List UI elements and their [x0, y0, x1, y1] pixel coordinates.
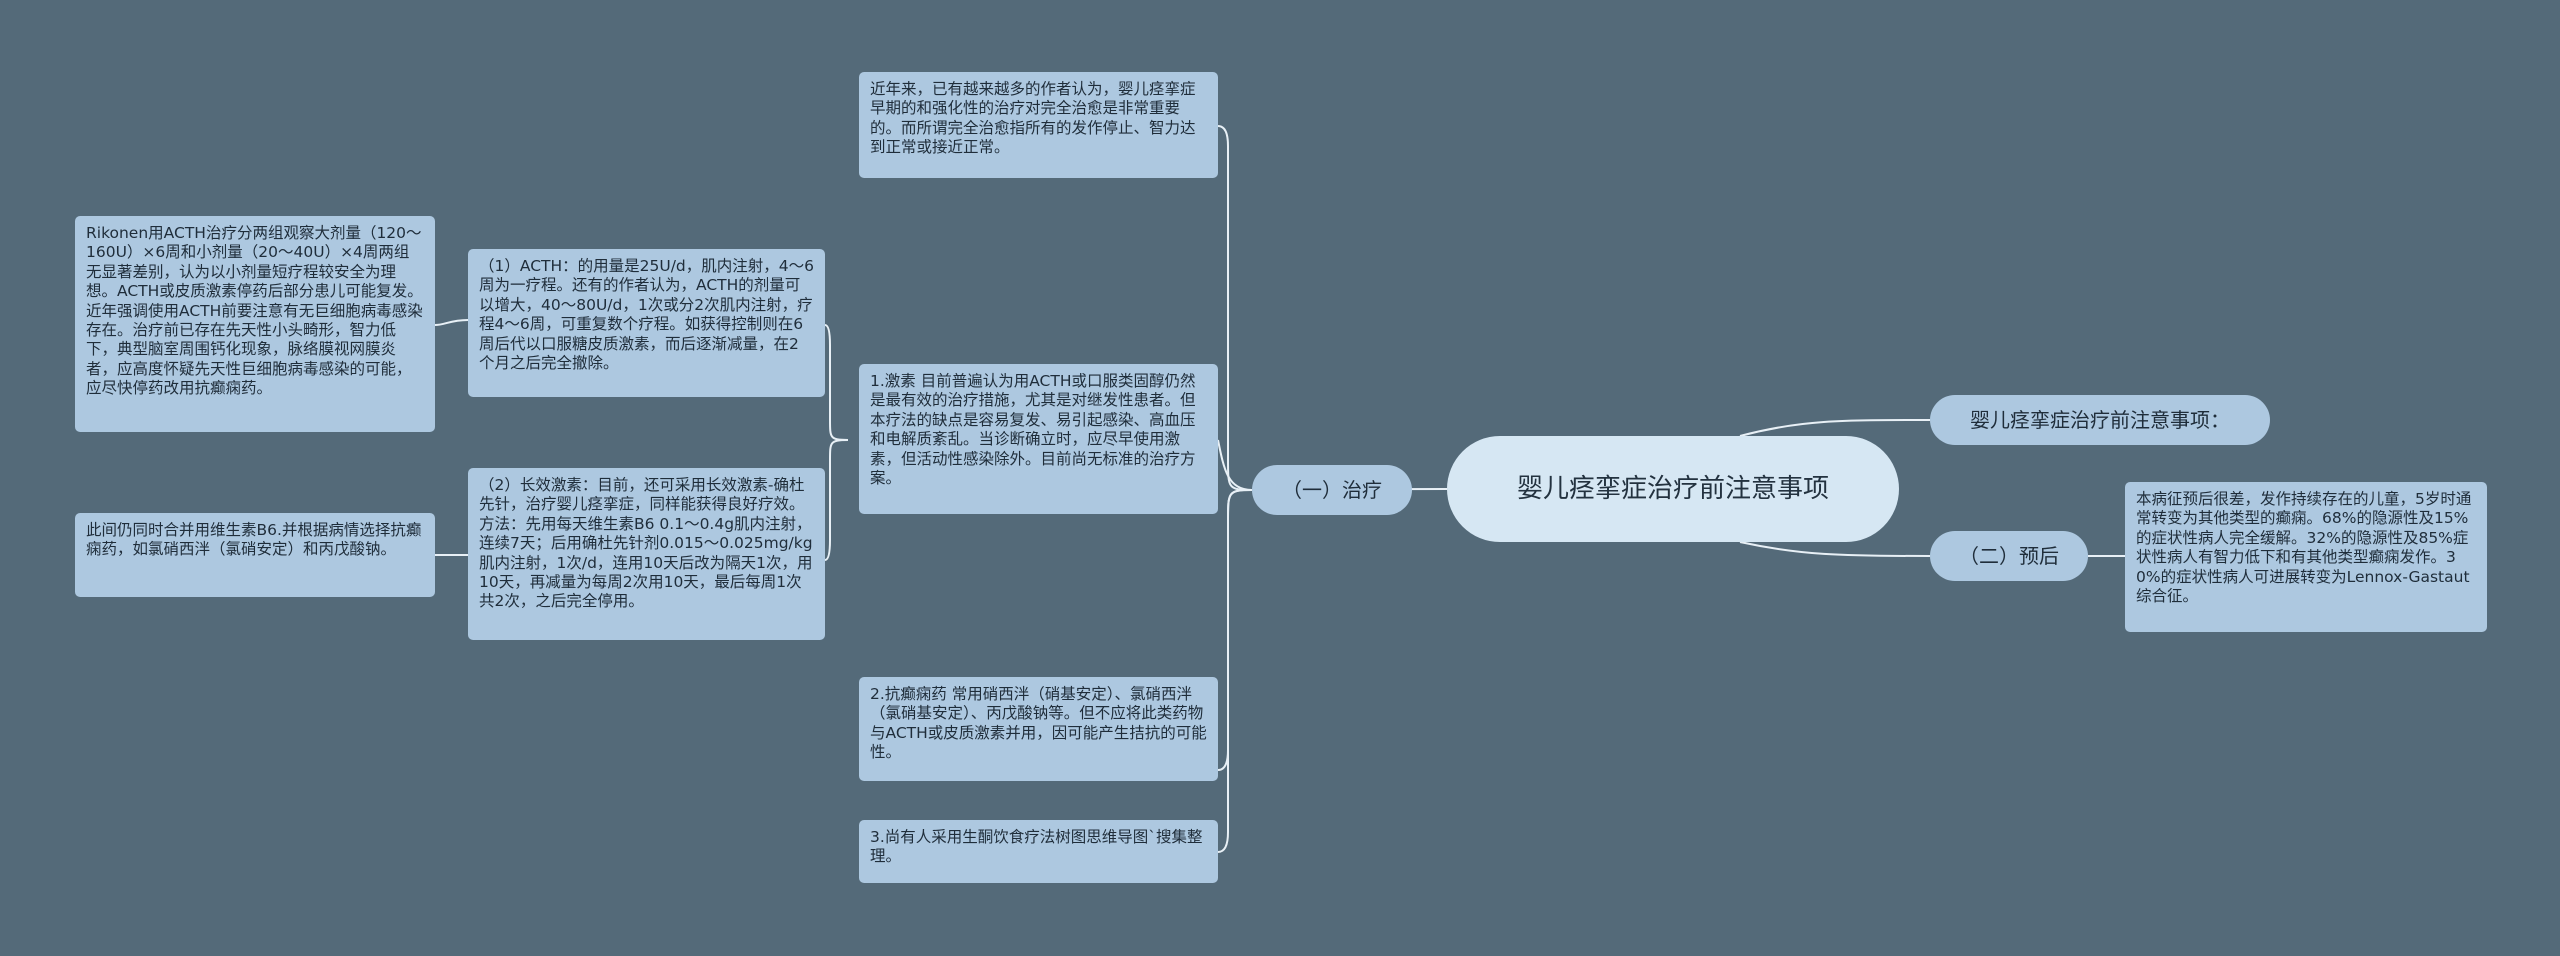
- branch-treatment-label: （一）治疗: [1282, 478, 1382, 502]
- node-treatment-intro[interactable]: 近年来，已有越来越多的作者认为，婴儿痉挛症早期的和强化性的治疗对完全治愈是非常重…: [859, 72, 1218, 178]
- branch-prognosis[interactable]: （二）预后: [1930, 531, 2088, 581]
- root-topic[interactable]: 婴儿痉挛症治疗前注意事项: [1447, 436, 1899, 542]
- node-hormone[interactable]: 1.激素 目前普遍认为用ACTH或口服类固醇仍然是最有效的治疗措施，尤其是对继发…: [859, 364, 1218, 514]
- node-acth-detail[interactable]: Rikonen用ACTH治疗分两组观察大剂量（120～160U）×6周和小剂量（…: [75, 216, 435, 432]
- node-hormone-text: 1.激素 目前普遍认为用ACTH或口服类固醇仍然是最有效的治疗措施，尤其是对继发…: [870, 372, 1196, 488]
- node-acth[interactable]: （1）ACTH：的用量是25U/d，肌内注射，4～6周为一疗程。还有的作者认为，…: [468, 249, 825, 397]
- node-acth-detail-text: Rikonen用ACTH治疗分两组观察大剂量（120～160U）×6周和小剂量（…: [86, 224, 423, 398]
- node-diet-text: 3.尚有人采用生酮饮食疗法树图思维导图`搜集整理。: [870, 828, 1203, 866]
- node-treatment-intro-text: 近年来，已有越来越多的作者认为，婴儿痉挛症早期的和强化性的治疗对完全治愈是非常重…: [870, 80, 1196, 157]
- node-long-acting-text: （2）长效激素：目前，还可采用长效激素-确杜先针，治疗婴儿痉挛症，同样能获得良好…: [479, 476, 813, 611]
- node-prognosis-detail-text: 本病征预后很差，发作持续存在的儿童，5岁时通常转变为其他类型的癫痫。68%的隐源…: [2136, 490, 2472, 606]
- root-topic-label: 婴儿痉挛症治疗前注意事项: [1516, 474, 1829, 504]
- node-acth-text: （1）ACTH：的用量是25U/d，肌内注射，4～6周为一疗程。还有的作者认为，…: [479, 257, 814, 373]
- node-long-acting[interactable]: （2）长效激素：目前，还可采用长效激素-确杜先针，治疗婴儿痉挛症，同样能获得良好…: [468, 468, 825, 640]
- node-long-acting-detail[interactable]: 此间仍同时合并用维生素B6.并根据病情选择抗癫痫药，如氯硝西泮（氯硝安定）和丙戊…: [75, 513, 435, 597]
- node-long-acting-detail-text: 此间仍同时合并用维生素B6.并根据病情选择抗癫痫药，如氯硝西泮（氯硝安定）和丙戊…: [86, 521, 422, 559]
- node-diet[interactable]: 3.尚有人采用生酮饮食疗法树图思维导图`搜集整理。: [859, 820, 1218, 883]
- branch-prognosis-label: （二）预后: [1959, 544, 2059, 568]
- branch-notice[interactable]: 婴儿痉挛症治疗前注意事项：: [1930, 395, 2270, 445]
- branch-notice-label: 婴儿痉挛症治疗前注意事项：: [1970, 408, 2230, 432]
- node-prognosis-detail[interactable]: 本病征预后很差，发作持续存在的儿童，5岁时通常转变为其他类型的癫痫。68%的隐源…: [2125, 482, 2487, 632]
- branch-treatment[interactable]: （一）治疗: [1252, 465, 1412, 515]
- node-antiepileptic-text: 2.抗癫痫药 常用硝西泮（硝基安定）、氯硝西泮（氯硝基安定）、丙戊酸钠等。但不应…: [870, 685, 1207, 762]
- node-antiepileptic[interactable]: 2.抗癫痫药 常用硝西泮（硝基安定）、氯硝西泮（氯硝基安定）、丙戊酸钠等。但不应…: [859, 677, 1218, 781]
